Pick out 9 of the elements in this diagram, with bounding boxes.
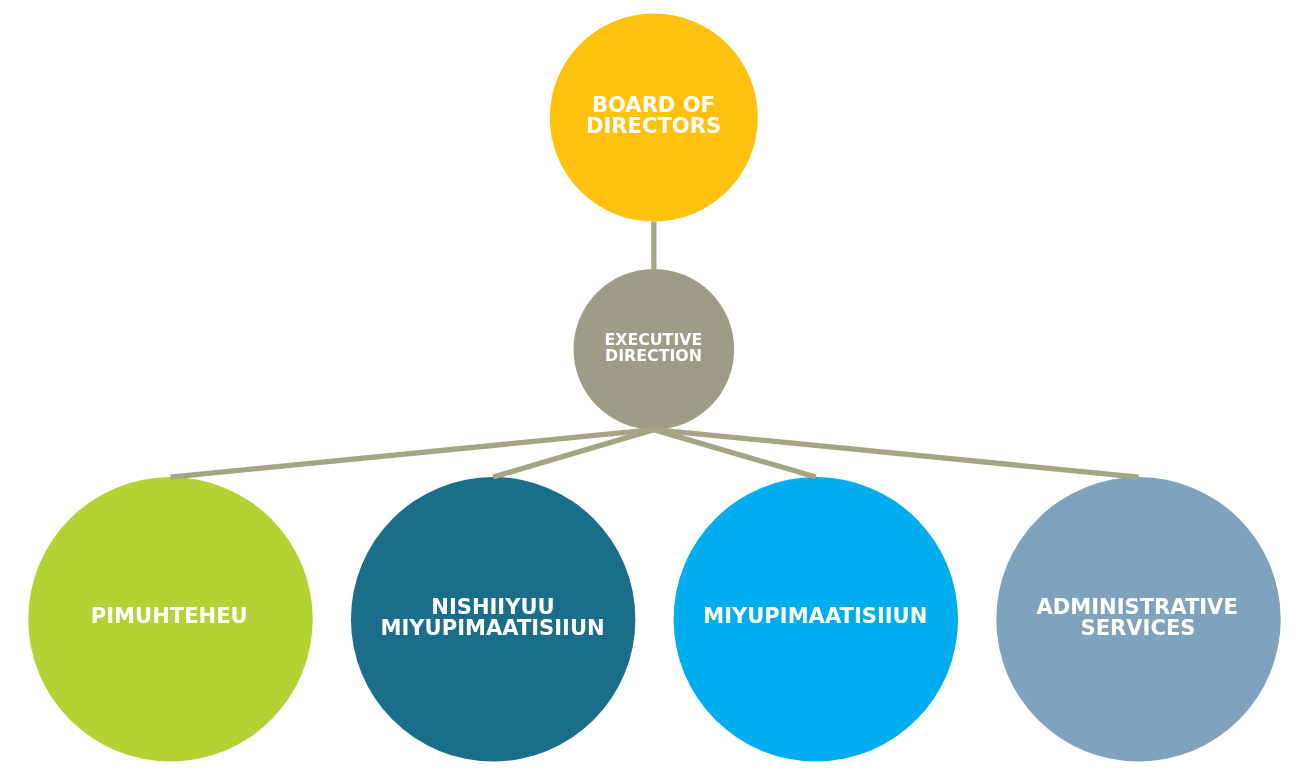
connector: [651, 221, 657, 269]
node-circle: PIMUHTEHEU: [28, 477, 313, 762]
node-circle: MIYUPIMAATISIIUN: [673, 477, 959, 762]
node-circle: ADMINISTRATIVE SERVICES: [996, 477, 1281, 762]
node-circle: NISHIIYUU MIYUPIMAATISIIUN: [350, 477, 636, 762]
node-circle: BOARD OF DIRECTORS: [549, 13, 758, 222]
node-circle: EXECUTIVE DIRECTION: [573, 268, 735, 430]
connector: [170, 427, 655, 480]
connector: [653, 427, 1139, 480]
